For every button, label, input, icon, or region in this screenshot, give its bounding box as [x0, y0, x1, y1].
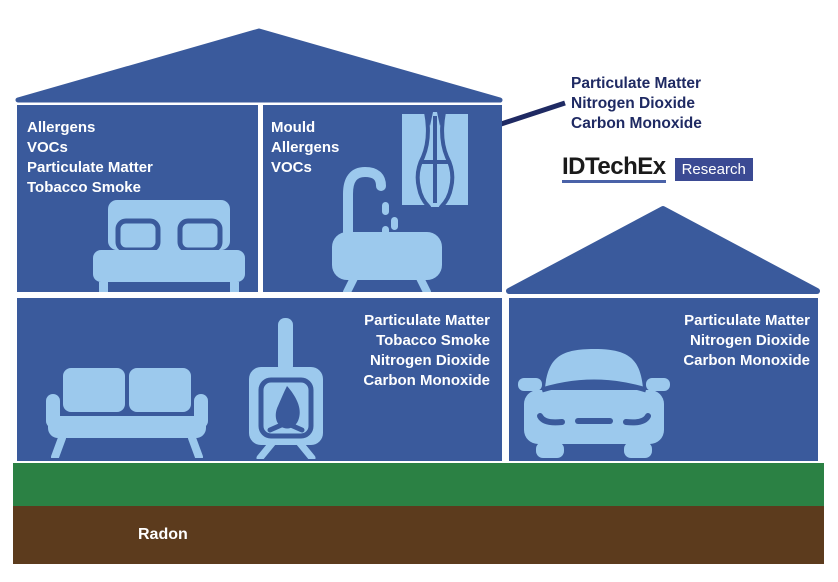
- room-living: Particulate Matter Tobacco Smoke Nitroge…: [17, 298, 502, 461]
- pollutant-label: Carbon Monoxide: [683, 352, 810, 369]
- bed-icon: [93, 200, 245, 292]
- living-room-pollutant-list: Particulate Matter Tobacco Smoke Nitroge…: [363, 311, 490, 391]
- pollutant-label: Nitrogen Dioxide: [689, 332, 810, 349]
- pollutant-label: VOCs: [271, 159, 312, 176]
- wood-stove-icon: [249, 318, 323, 459]
- room-bathroom: Mould Allergens VOCs: [263, 105, 502, 292]
- garage-pollutant-list: Particulate Matter Nitrogen Dioxide Carb…: [683, 311, 810, 371]
- logo-research-badge: Research: [674, 158, 753, 181]
- pollutant-label: Nitrogen Dioxide: [571, 95, 696, 112]
- sofa-icon: [46, 368, 208, 458]
- pollutant-label: Tobacco Smoke: [27, 179, 141, 196]
- pollutant-label: VOCs: [27, 139, 68, 156]
- logo-brand-text: IDTechEx: [562, 155, 666, 183]
- radon-label: Radon: [138, 526, 188, 543]
- grass-strip: [13, 463, 824, 506]
- room-bedroom: Allergens VOCs Particulate Matter Tobacc…: [17, 105, 258, 292]
- pollutant-label: Carbon Monoxide: [363, 372, 490, 389]
- pollutant-label: Particulate Matter: [27, 159, 153, 176]
- bedroom-pollutant-list: Allergens VOCs Particulate Matter Tobacc…: [27, 118, 153, 198]
- room-garage: Particulate Matter Nitrogen Dioxide Carb…: [509, 298, 818, 461]
- bathtub-icon: [332, 166, 442, 292]
- garage-roof: [506, 206, 820, 294]
- pollutant-label: Particulate Matter: [571, 75, 702, 92]
- car-icon: [518, 349, 670, 458]
- outdoor-pollutant-callout: Particulate Matter Nitrogen Dioxide Carb…: [571, 74, 702, 134]
- window-curtains-icon: [398, 112, 472, 207]
- pollutant-label: Nitrogen Dioxide: [369, 352, 490, 369]
- pollutant-label: Carbon Monoxide: [571, 115, 702, 132]
- idtechex-research-logo: IDTechEx Research: [562, 155, 753, 183]
- house-roof: [15, 28, 503, 103]
- pollutant-label: Particulate Matter: [364, 312, 490, 329]
- pollutant-label: Mould: [271, 119, 316, 136]
- pollutant-label: Particulate Matter: [684, 312, 810, 329]
- soil-strip: [13, 506, 824, 564]
- bathroom-pollutant-list: Mould Allergens VOCs: [271, 118, 339, 178]
- pollutant-label: Allergens: [27, 119, 96, 136]
- pollutant-label: Tobacco Smoke: [376, 332, 490, 349]
- pollutant-label: Allergens: [271, 139, 340, 156]
